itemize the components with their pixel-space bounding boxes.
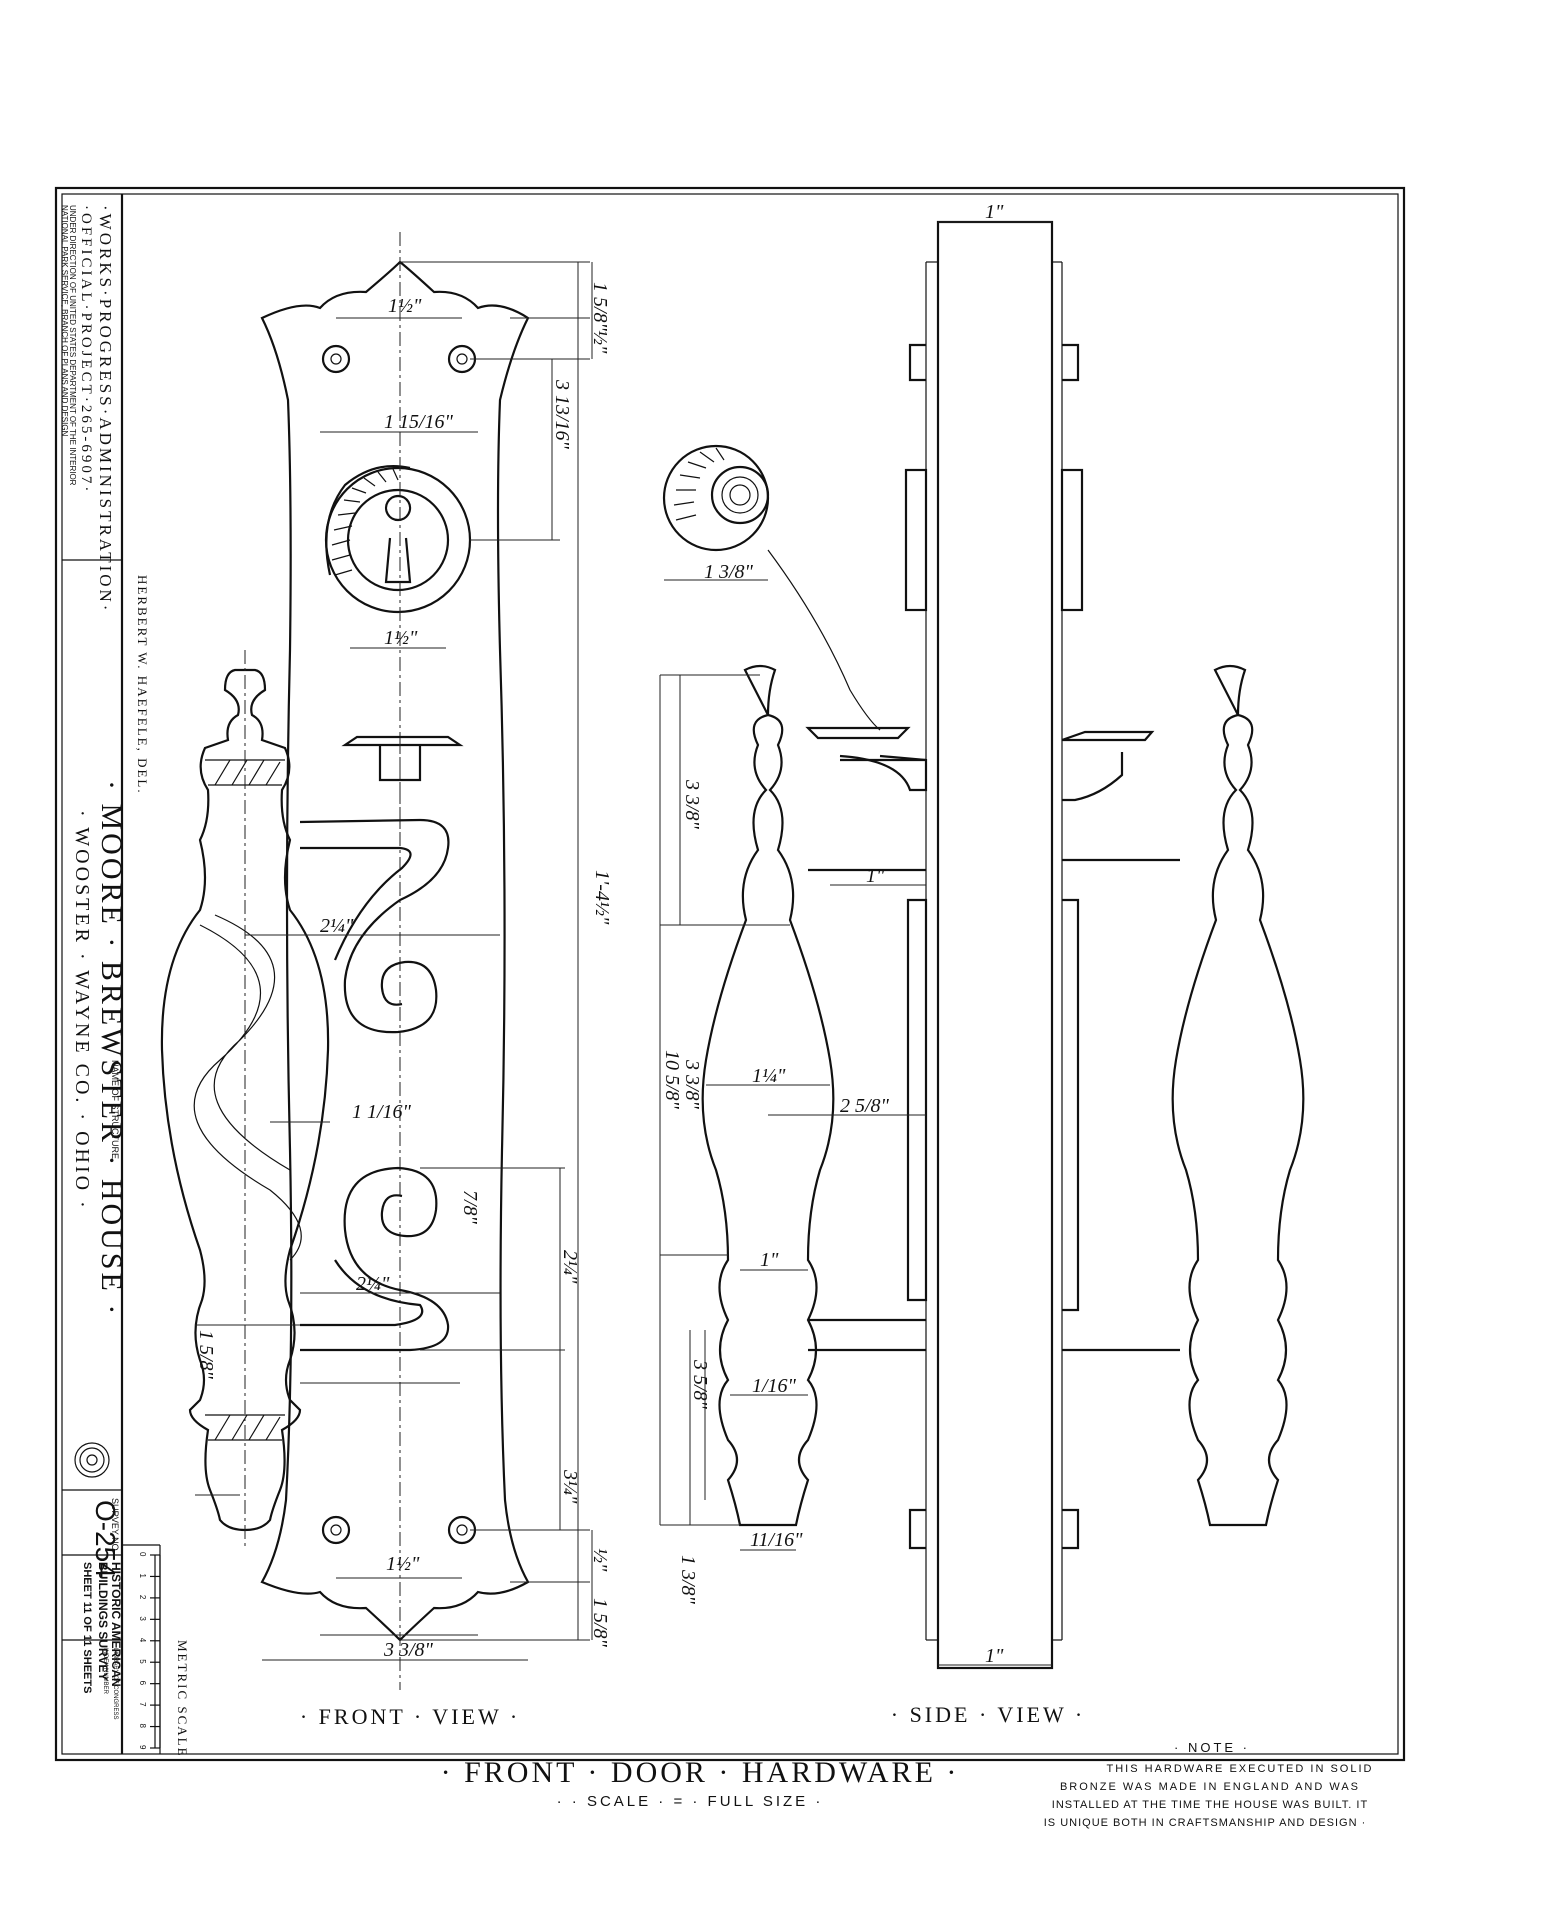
outer-border — [54, 186, 1406, 1762]
location: · WOOSTER · WAYNE CO. · OHIO · — [71, 810, 93, 1211]
upper-lever-scroll — [299, 818, 450, 1034]
thumb-latch — [341, 735, 464, 830]
dim-front-bottom-width: 1½" — [386, 1553, 420, 1575]
dim-side-knob-dia: 1 3/8" — [704, 561, 754, 583]
title-block: ·WORKS·PROGRESS·ADMINISTRATION· ·OFFICIA… — [60, 205, 190, 1758]
dim-side-mid-len: 3 3/8" — [681, 1059, 703, 1110]
note-line-1: THIS HARDWARE EXECUTED IN SOLID — [1107, 1763, 1374, 1775]
dim-front-top-width: 1½" — [388, 295, 422, 317]
metric-scale-tick-label: 9 — [138, 1745, 147, 1750]
side-grip-spindle-left — [701, 664, 835, 1527]
scale-text: · · SCALE · = · FULL SIZE · — [557, 1793, 824, 1810]
dim-front-top-gap: ½" — [589, 330, 611, 354]
knob-rosette-detail: 1 3/8" — [662, 444, 881, 731]
dim-side-projection: 2 5/8" — [840, 1095, 890, 1117]
metric-scale-tick-label: 1 — [138, 1573, 147, 1578]
dim-side-plate-gap: 1/16" — [752, 1375, 797, 1397]
metric-scale-tick-label: 6 — [138, 1681, 147, 1686]
habs-line-2: BUILDINGS SURVEY — [96, 1562, 110, 1680]
dim-side-bottom-width: 1" — [985, 1645, 1004, 1667]
lower-lever-scroll — [300, 1166, 450, 1352]
dim-front-bottom-gap: ½" — [589, 1548, 611, 1572]
front-dimensions: 1½" 1 15/16" 1½" 1½" 3 3/8" 2¼" 2¼" 1 1/… — [195, 261, 613, 1661]
dim-side-upper-len: 3 3/8" — [681, 779, 703, 830]
dim-front-handle-offset: 1 5/8" — [195, 1330, 217, 1380]
keyhole-icon — [384, 494, 412, 584]
metric-scale-tick-label: 2 — [138, 1595, 147, 1600]
note-line-2: BRONZE WAS MADE IN ENGLAND AND WAS — [1060, 1781, 1360, 1793]
rope-ring-bottom — [205, 1414, 285, 1441]
dim-side-neck: 1" — [760, 1249, 779, 1271]
side-view-label: · SIDE · VIEW · — [891, 1702, 1086, 1727]
bottom-left-rosette-icon — [321, 1515, 351, 1545]
dim-front-base-width: 3 3/8" — [383, 1639, 434, 1661]
metric-scale-label: METRIC SCALE — [175, 1640, 190, 1758]
metric-scale-tick-label: 5 — [138, 1659, 147, 1664]
side-thumb-latch — [805, 726, 928, 792]
sheet-number: SHEET 11 OF 11 SHEETS — [81, 1562, 93, 1693]
top-left-rosette-icon — [321, 344, 351, 374]
note-line-4: IS UNIQUE BOTH IN CRAFTSMANSHIP AND DESI… — [1044, 1817, 1367, 1829]
dim-front-lower-height: 2¼" — [559, 1250, 581, 1284]
agency-line-1: ·WORKS·PROGRESS·ADMINISTRATION· — [96, 205, 115, 613]
index-line-2: INDEX NUMBER — [102, 1648, 108, 1695]
dim-side-lower-len: 3 5/8" — [689, 1359, 711, 1410]
dim-front-handle-offset2: 1 1/16" — [352, 1101, 412, 1123]
agency-line-4: NATIONAL PARK SERVICE, BRANCH OF PLANS A… — [60, 205, 69, 437]
dim-front-upper-height: 3 13/16" — [551, 379, 573, 450]
dim-side-top-width: 1" — [985, 201, 1004, 223]
agency-line-3: UNDER DIRECTION OF UNITED STATES DEPARTM… — [68, 205, 77, 486]
survey-number: O-254 — [90, 1500, 121, 1578]
dim-side-overall-len: 10 5/8" — [661, 1050, 683, 1110]
dim-side-grip-dia: 1¼" — [752, 1065, 786, 1087]
side-grip-spindle-right — [1171, 664, 1305, 1527]
keyhole-escutcheon — [324, 464, 472, 614]
main-title: · FRONT · DOOR · HARDWARE · — [441, 1756, 960, 1789]
dim-front-lever-reach: 2¼" — [320, 915, 354, 937]
dim-front-bottom-height: 3¼" — [559, 1469, 581, 1504]
metric-scale-tick-label: 8 — [138, 1724, 147, 1729]
index-line-1: LIBRARY OF CONGRESS — [112, 1648, 118, 1719]
dim-front-scroll-height: 7/8" — [459, 1190, 481, 1225]
dim-front-top-cap: 1 5/8" — [589, 282, 611, 332]
dim-front-overall-height: 1'-4½" — [591, 870, 613, 925]
dim-side-bottom-cap: 1 3/8" — [677, 1555, 699, 1605]
note-line-3: INSTALLED AT THE TIME THE HOUSE WAS BUIL… — [1052, 1799, 1368, 1811]
side-rosette-profiles — [904, 343, 1084, 1550]
side-dimensions: 3 3/8" 10 5/8" 3 3/8" 3 5/8" 1 3/8" 1¼" … — [659, 674, 926, 1605]
side-view: 1" 1" 1 3/8" — [659, 201, 1305, 1670]
dim-front-rosette-width: 1 15/16" — [384, 411, 454, 433]
dim-side-offset: 1" — [866, 865, 885, 887]
dim-front-bottom-cap: 1 5/8" — [589, 1598, 611, 1648]
metric-scale-tick-label: 4 — [138, 1638, 147, 1643]
survey-no-label: SURVEY NO. — [110, 1498, 120, 1553]
note-heading: · NOTE · — [1174, 1740, 1250, 1755]
dim-side-base: 11/16" — [750, 1529, 803, 1551]
front-view-label: · FRONT · VIEW · — [300, 1704, 520, 1729]
name-of-structure-label: NAME OF STRUCTURE — [110, 1060, 120, 1159]
metric-scale-tick-label: 0 — [138, 1552, 147, 1557]
dim-front-escutcheon-width: 1½" — [384, 627, 418, 649]
structure-name: · MOORE · BREWSTER · HOUSE · — [95, 780, 128, 1317]
front-grip-twist — [193, 914, 302, 1261]
metric-scale-tick-label: 7 — [138, 1702, 147, 1707]
habs-line-1: HISTORIC AMERICAN — [109, 1562, 123, 1687]
note-block: · NOTE · THIS HARDWARE EXECUTED IN SOLID… — [1044, 1740, 1374, 1829]
metric-scale-tick-label: 3 — [138, 1616, 147, 1621]
side-door-plate — [936, 220, 1054, 1670]
delineator: HERBERT W. HAEFELE, DEL. — [135, 575, 150, 795]
habs-seal-icon — [74, 1442, 110, 1478]
inner-border — [61, 193, 1399, 1755]
agency-line-2: ·OFFICIAL·PROJECT·265-6907· — [78, 205, 94, 494]
metric-scale-bar: 0 1 2 3 4 5 6 7 8 9 — [138, 1552, 161, 1750]
dim-front-lower-reach: 2¼" — [356, 1273, 390, 1295]
front-view: 1½" 1 15/16" 1½" 1½" 3 3/8" 2¼" 2¼" 1 1/… — [160, 232, 613, 1690]
